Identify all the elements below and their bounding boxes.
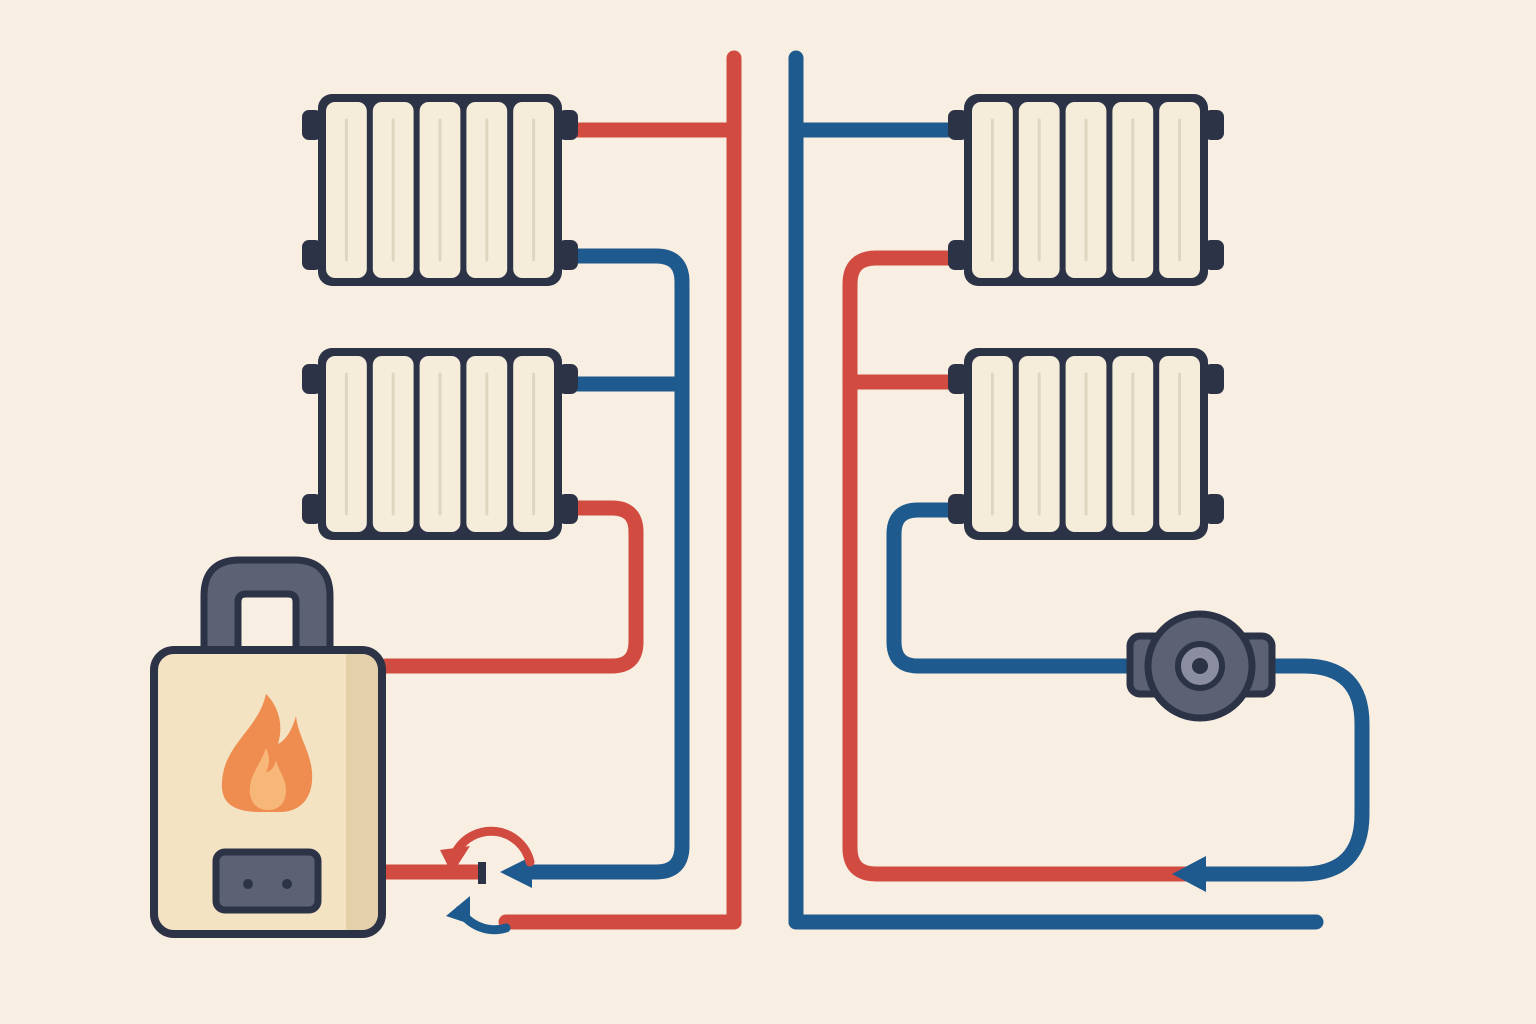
circular-arrows-icon [440,826,535,935]
radiator-valve [558,240,578,270]
circular-arrowhead-hot [440,846,470,874]
radiator-valve [948,110,968,140]
circular-arrowhead-cold [446,896,470,924]
radiator-valve [302,494,322,524]
inlet-arrow-icon [500,856,532,888]
radiator-valve [302,240,322,270]
cold-pump-return [1192,658,1370,882]
pump-impeller-hub [1192,658,1208,674]
pump-icon [1126,610,1276,722]
boiler-indicator-light [282,879,292,889]
boiler-inlet-joint [478,862,486,884]
radiator-valve [302,110,322,140]
radiator-mid-right [948,348,1224,540]
boiler-control-panel [212,848,322,914]
radiator-valve [1204,110,1224,140]
radiator-valve [1204,494,1224,524]
boiler-body-shade [346,654,378,930]
radiator-valve [948,364,968,394]
radiator-valve [558,364,578,394]
radiator-valve [558,110,578,140]
radiator-valve [302,364,322,394]
cold-pump-loop [886,502,1144,674]
pipes [378,50,1370,930]
flame-inner [249,748,286,810]
hot-return-right-loop [842,250,1198,882]
radiator-top-left [302,94,578,286]
radiator-valve [1204,240,1224,270]
return-arrow-icon [1172,856,1206,892]
radiator-valve [1204,364,1224,394]
hot-return-mid-left [378,500,644,674]
radiator-valve [558,494,578,524]
radiator-valve [948,494,968,524]
radiator-top-right [948,94,1224,286]
boiler-icon [150,556,386,938]
radiators [302,94,1224,540]
cold-return-left [520,248,690,880]
radiator-valve [948,240,968,270]
boiler-indicator-light [243,879,253,889]
radiator-mid-left [302,348,578,540]
circular-arrow-hot [451,826,535,867]
